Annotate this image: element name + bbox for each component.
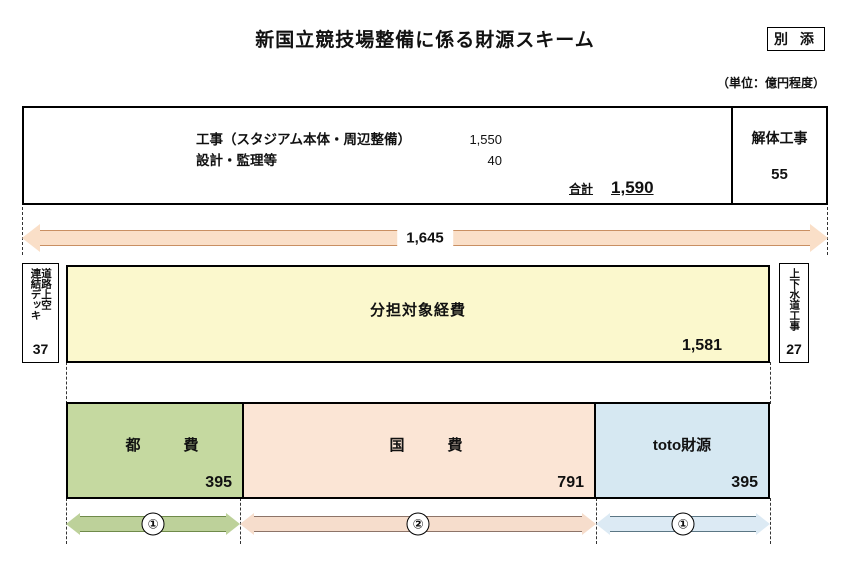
guide-line-fund-right <box>770 498 771 544</box>
funding-arrow-badge-national: ② <box>406 512 430 536</box>
arrow-head-left <box>66 513 80 535</box>
cost-row: 工事（スタジアム本体・周辺整備） 1,550 <box>196 128 502 148</box>
water-sewer-box: 上下水道工事 27 <box>779 263 809 363</box>
arrow-head-right <box>756 513 770 535</box>
total-cost-box: 工事（スタジアム本体・周辺整備） 1,550 設計・監理等 40 合計 1,59… <box>22 106 828 205</box>
shared-expense-band: 分担対象経費 1,581 <box>66 265 770 363</box>
funding-cell-national: 国 費 791 <box>242 404 594 497</box>
total-span-value: 1,645 <box>397 229 453 247</box>
funding-cell-toto: toto財源 395 <box>594 404 768 497</box>
funding-cell-tokyo: 都 費 395 <box>68 404 242 497</box>
page-title: 新国立競技場整備に係る財源スキーム <box>255 30 595 51</box>
cost-row-name: 設計・監理等 <box>196 153 277 168</box>
demolition-value: 55 <box>771 166 788 183</box>
cost-row-name: 工事（スタジアム本体・周辺整備） <box>196 132 412 147</box>
cost-row-amount: 40 <box>487 153 502 168</box>
cost-total-value: 1,590 <box>611 178 654 197</box>
arrow-head-left <box>596 513 610 535</box>
funding-arrow-badge-tokyo: ① <box>141 512 165 536</box>
arrow-head-right <box>810 224 828 252</box>
arrow-head-right <box>226 513 240 535</box>
funding-arrow-badge-toto: ① <box>671 512 695 536</box>
water-sewer-label: 上下水道工事 <box>788 268 801 331</box>
funding-value-national: 791 <box>557 474 584 491</box>
arrow-head-left <box>22 224 40 252</box>
demolition-cell: 解体工事 55 <box>733 108 826 203</box>
shared-expense-label: 分担対象経費 <box>369 302 466 319</box>
cost-total-label: 合計 <box>569 182 594 196</box>
arrow-head-right <box>582 513 596 535</box>
shared-expense-value: 1,581 <box>681 337 722 354</box>
funding-value-toto: 395 <box>731 474 758 491</box>
funding-breakdown-row: 都 費 395 国 費 791 toto財源 395 <box>66 402 770 499</box>
road-overhead-label: 道路上空 <box>40 268 52 310</box>
cost-row-amount: 1,550 <box>469 132 502 147</box>
funding-label-national: 国 費 <box>389 437 477 454</box>
road-overhead-deck-value: 37 <box>32 341 49 357</box>
guide-line-right-inner <box>770 362 771 404</box>
demolition-label: 解体工事 <box>751 130 808 146</box>
cost-total: 合計 1,590 <box>569 178 654 198</box>
guide-line-left-inner <box>66 362 67 404</box>
total-span-arrow: 1,645 <box>22 218 828 258</box>
cost-breakdown: 工事（スタジアム本体・周辺整備） 1,550 設計・監理等 40 合計 1,59… <box>24 108 733 203</box>
arrow-head-left <box>240 513 254 535</box>
water-sewer-value: 27 <box>786 341 802 357</box>
connecting-deck-label: 連結デッキ <box>29 268 42 321</box>
funding-value-tokyo: 395 <box>205 474 232 491</box>
funding-label-toto: toto財源 <box>652 437 712 454</box>
road-overhead-deck-box: 道路上空 連結デッキ 37 <box>22 263 59 363</box>
cost-box-divider <box>731 108 733 203</box>
funding-label-tokyo: 都 費 <box>125 437 213 454</box>
unit-note: （単位：億円程度） <box>716 76 825 90</box>
funding-arrow-toto: ① <box>596 509 770 539</box>
funding-arrow-national: ② <box>240 509 596 539</box>
funding-arrow-tokyo: ① <box>66 509 240 539</box>
attachment-badge: 別 添 <box>767 27 825 51</box>
cost-row: 設計・監理等 40 <box>196 149 502 169</box>
